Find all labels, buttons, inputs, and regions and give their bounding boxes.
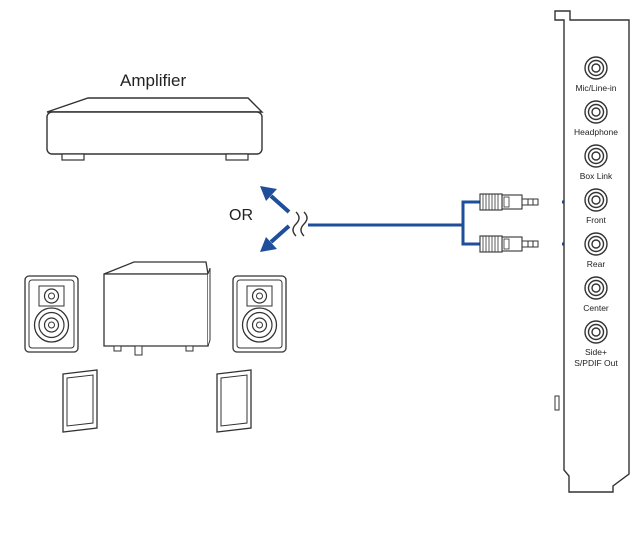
or-label: OR — [229, 207, 253, 224]
audio-cable — [308, 200, 480, 246]
port-label-headphone: Headphone — [574, 127, 618, 137]
amplifier-icon — [46, 97, 264, 161]
surround-speaker-left-icon — [62, 369, 98, 433]
jack-headphone-icon — [584, 100, 608, 124]
jack-front-icon — [584, 188, 608, 212]
cable-break-icon — [292, 211, 308, 237]
plug-front-icon — [479, 193, 539, 211]
arrow-to-amplifier-icon — [260, 186, 291, 214]
jack-center-icon — [584, 276, 608, 300]
port-label-center: Center — [583, 303, 609, 313]
jack-mic-line-in-icon — [584, 56, 608, 80]
port-label-rear: Rear — [586, 259, 606, 269]
plug-rear-icon — [479, 235, 539, 253]
port-label-box-link: Box Link — [579, 171, 613, 181]
port-label-mic-line-in: Mic/Line-in — [575, 83, 617, 93]
port-label-front: Front — [586, 215, 606, 225]
port-label-side: Side+ — [585, 347, 607, 357]
subwoofer-icon — [103, 261, 211, 356]
arrow-to-speakers-icon — [260, 224, 291, 252]
surround-speaker-right-icon — [216, 369, 252, 433]
jack-box-link-icon — [584, 144, 608, 168]
port-label-spdif-out: S/PDIF Out — [574, 358, 618, 368]
speaker-left-icon — [24, 275, 79, 353]
jack-rear-icon — [584, 232, 608, 256]
speaker-right-icon — [232, 275, 287, 353]
jack-side-spdif-icon — [584, 320, 608, 344]
amplifier-label: Amplifier — [120, 71, 187, 90]
